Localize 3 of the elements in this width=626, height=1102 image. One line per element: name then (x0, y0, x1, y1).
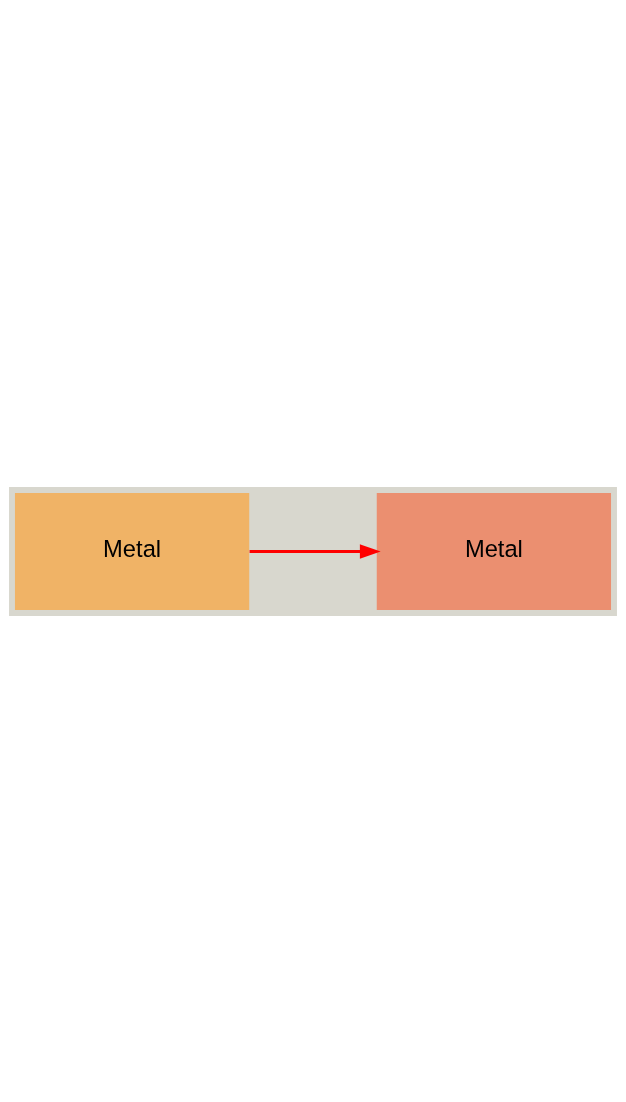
arrow (249, 543, 381, 559)
node-box: Metal (376, 492, 612, 610)
node-box: Metal (14, 492, 250, 610)
